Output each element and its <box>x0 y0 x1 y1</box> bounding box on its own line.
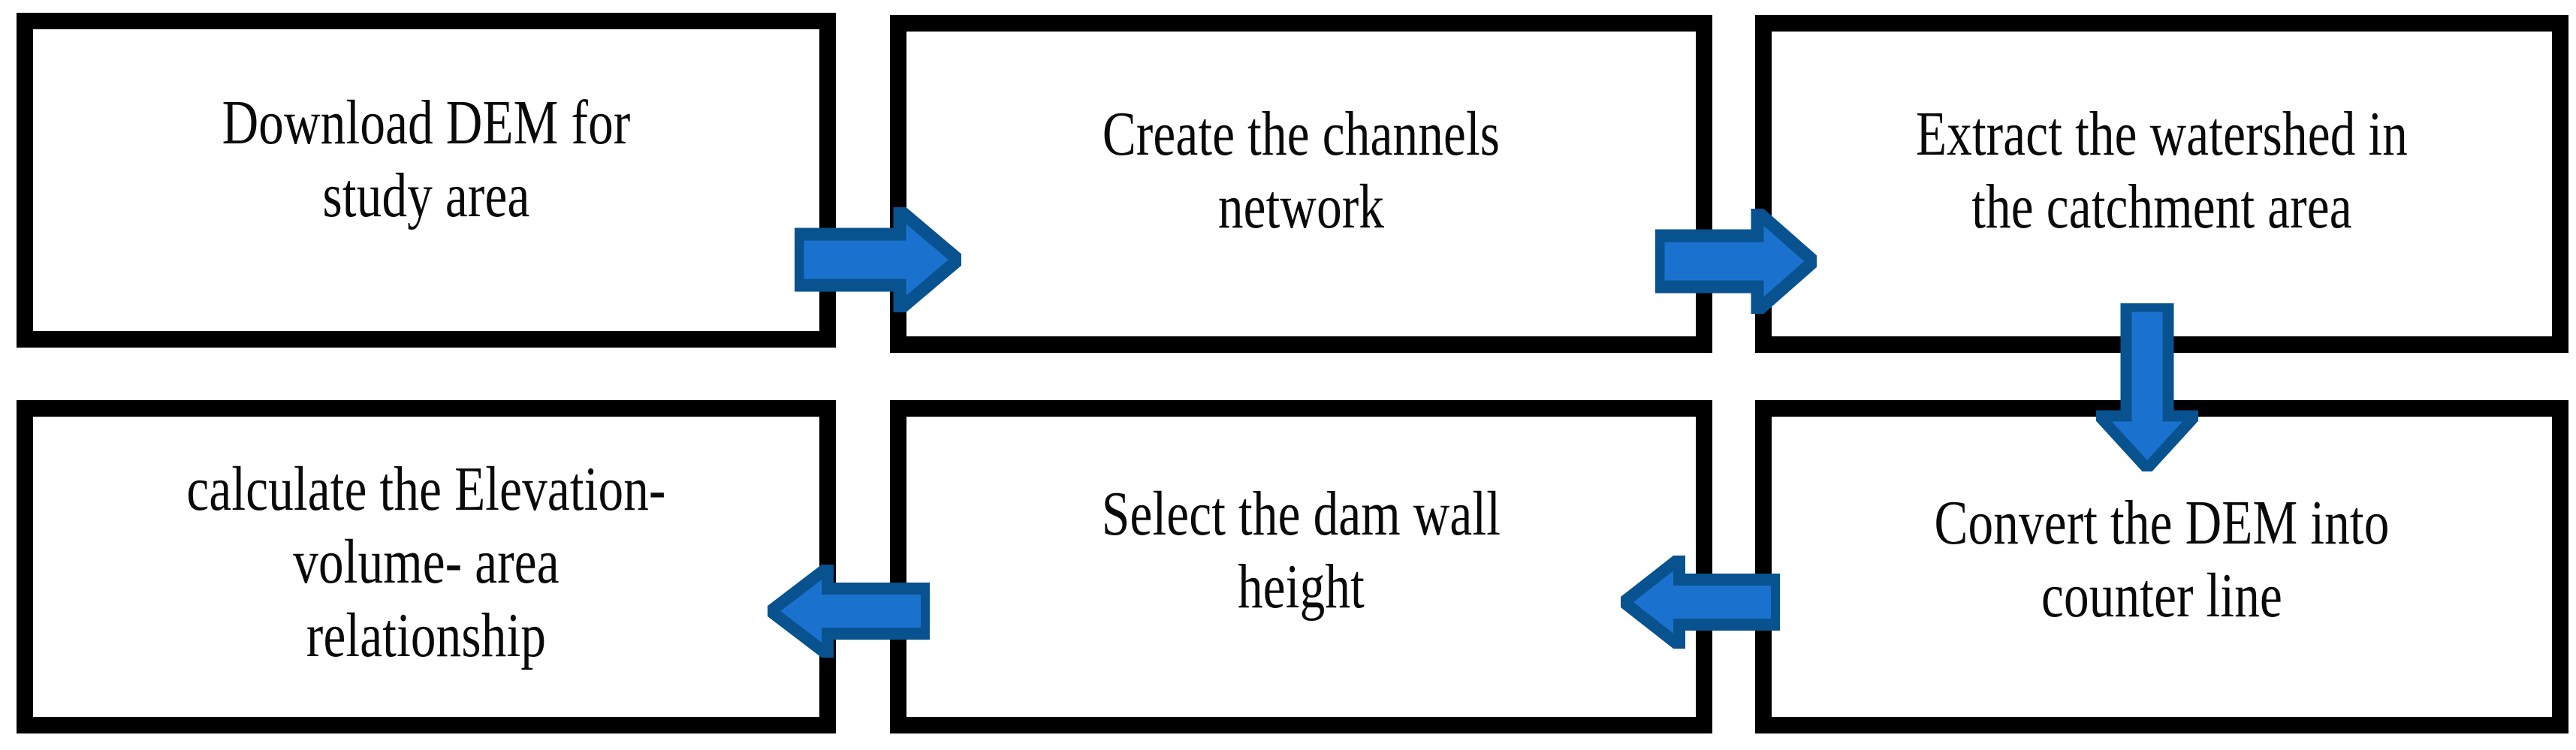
flow-node-label: Create the channels network <box>1102 98 1501 242</box>
arrow-left-glyph <box>1621 556 1780 649</box>
arrow-left-icon <box>768 565 930 658</box>
arrow-right-icon <box>1655 209 1817 314</box>
flow-node-extract-watershed[interactable]: Extract the watershed in the catchment a… <box>1755 15 2568 353</box>
arrow-down-icon <box>2096 303 2198 471</box>
flow-node-label: calculate the Elevation- volume- area re… <box>186 453 666 670</box>
arrow-right-glyph <box>795 207 961 312</box>
flow-node-download-dem[interactable]: Download DEM for study area <box>17 13 836 348</box>
flow-node-label: Convert the DEM into counter line <box>1934 487 2390 631</box>
arrow-right-icon <box>795 207 961 312</box>
arrow-right-glyph <box>1655 209 1817 314</box>
flow-node-calculate-elevation-volume-area[interactable]: calculate the Elevation- volume- area re… <box>17 400 836 733</box>
arrow-left-icon <box>1621 556 1780 649</box>
flow-node-create-channels[interactable]: Create the channels network <box>890 15 1712 353</box>
flow-node-label: Extract the watershed in the catchment a… <box>1915 98 2409 242</box>
flow-node-select-dam-wall-height[interactable]: Select the dam wall height <box>890 400 1712 733</box>
flow-node-label: Download DEM for study area <box>222 87 631 230</box>
arrow-left-glyph <box>768 565 930 658</box>
flow-node-label: Select the dam wall height <box>1101 478 1501 622</box>
arrow-down-glyph <box>2096 303 2198 471</box>
